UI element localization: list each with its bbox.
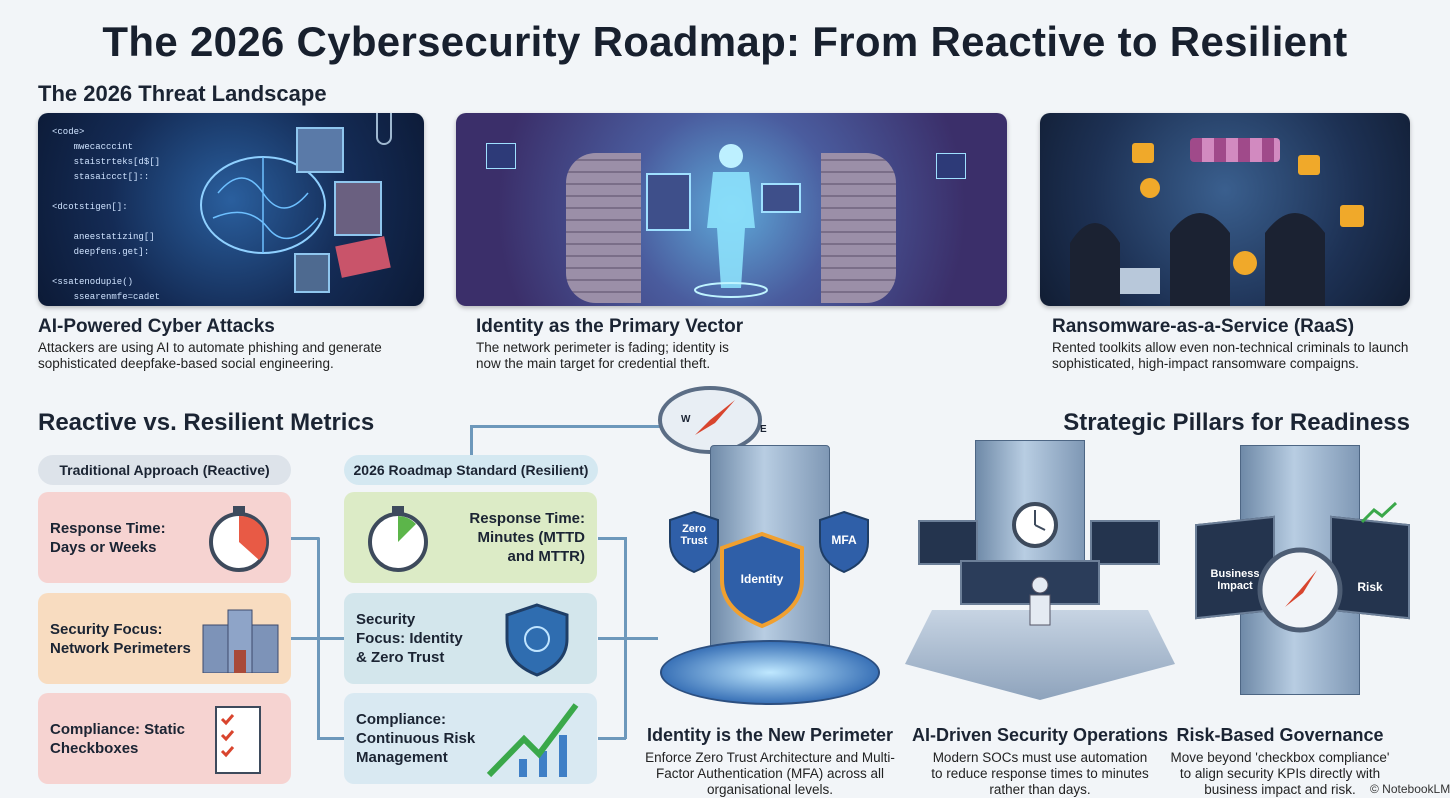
resilient-security-focus-card: Security Focus: Identity & Zero Trust — [344, 593, 597, 684]
threat-desc: The network perimeter is fading; identit… — [476, 340, 729, 371]
connector-line — [291, 537, 319, 540]
zero-trust-shield-icon — [669, 510, 719, 574]
checklist-icon — [215, 706, 261, 774]
watermark: © NotebookLM — [1370, 782, 1450, 796]
identity-shield-icon — [720, 531, 804, 629]
bitcoin-icon — [1140, 178, 1160, 198]
pillar-desc: Modern SOCs must use automation to reduc… — [931, 750, 1149, 797]
reactive-compliance-card: Compliance: Static Checkboxes — [38, 693, 291, 784]
resilient-header: 2026 Roadmap Standard (Resilient) — [344, 455, 598, 485]
mfa-shield-icon — [819, 510, 869, 574]
identity-badge: Identity — [740, 572, 784, 586]
card-text: Compliance: Continuous Risk Management — [356, 711, 476, 766]
pillar-identity: Identity is the New Perimeter Enforce Ze… — [630, 725, 910, 798]
digital-person-icon — [694, 144, 768, 298]
id-card-icon — [646, 173, 691, 231]
threat-title: Ransomware-as-a-Service (RaaS) — [1052, 316, 1355, 337]
pillars-heading: Strategic Pillars for Readiness — [1063, 409, 1410, 436]
face-portrait-icon — [334, 181, 382, 236]
identity-vector-illustration — [456, 113, 1007, 306]
page-title: The 2026 Cybersecurity Roadmap: From Rea… — [102, 18, 1348, 65]
email-icon — [335, 236, 391, 278]
pillar-desc: Move beyond 'checkbox compliance' to ali… — [1170, 750, 1390, 797]
lock-icon — [1298, 155, 1320, 175]
governance-compass-icon — [1257, 547, 1343, 633]
mfa-badge: MFA — [831, 533, 857, 547]
metrics-heading: Reactive vs. Resilient Metrics — [38, 409, 375, 436]
risk-label: Risk — [1357, 580, 1383, 594]
resilient-compliance-card: Compliance: Continuous Risk Management — [344, 693, 597, 784]
connector-line — [598, 637, 658, 640]
brain-icon — [200, 156, 326, 254]
card-text: Compliance: Static Checkboxes — [50, 720, 186, 757]
storefront-awning — [1190, 138, 1280, 162]
connector-line — [470, 425, 670, 428]
reactive-header: Traditional Approach (Reactive) — [38, 455, 291, 485]
phishing-hook-icon — [376, 113, 392, 145]
monitor-icon — [918, 520, 978, 565]
stopwatch-icon — [209, 506, 269, 572]
compass-e: E — [760, 424, 767, 435]
threat-desc: Attackers are using AI to automate phish… — [38, 340, 382, 371]
business-impact-label: Business Impact — [1210, 568, 1260, 592]
device-icon — [486, 143, 516, 169]
lock-icon — [1340, 205, 1364, 227]
threat-title: AI-Powered Cyber Attacks — [38, 316, 275, 337]
ai-attacks-illustration: <code> mwecacccint staistrteks[d$[] stas… — [38, 113, 424, 306]
raas-illustration — [1040, 113, 1410, 306]
code-snippet: <code> mwecacccint staistrteks[d$[] stas… — [52, 127, 161, 302]
connector-line — [598, 537, 626, 540]
card-text: Response Time: Days or Weeks — [50, 519, 166, 556]
pillar-soc: AI-Driven Security Operations Modern SOC… — [900, 725, 1180, 798]
resilient-response-time-card: Response Time: Minutes (MTTD and MTTR) — [344, 492, 597, 583]
zero-trust-badge: Zero Trust — [680, 523, 708, 547]
face-portrait-icon — [296, 127, 344, 173]
threat-title: Identity as the Primary Vector — [476, 316, 744, 337]
pillar-title: Identity is the New Perimeter — [646, 725, 894, 745]
pillar-title: Risk-Based Governance — [1176, 725, 1384, 745]
monitor-icon — [1090, 520, 1160, 565]
tower-platform — [660, 640, 880, 705]
card-text: Security Focus: Identity & Zero Trust — [356, 611, 463, 666]
reactive-security-focus-card: Security Focus: Network Perimeters — [38, 593, 291, 684]
device-icon — [936, 153, 966, 179]
hooded-hackers-icon — [1070, 213, 1325, 306]
face-portrait-icon — [294, 253, 330, 293]
pillar-desc: Enforce Zero Trust Architecture and Mult… — [645, 750, 895, 797]
threat-landscape-heading: The 2026 Threat Landscape — [38, 81, 327, 106]
threat-desc: Rented toolkits allow even non-technical… — [1052, 340, 1409, 371]
shield-fingerprint-icon — [505, 603, 569, 677]
lock-icon — [1132, 143, 1154, 163]
connector-line — [470, 425, 473, 455]
clock-icon — [1012, 502, 1058, 548]
connector-line — [598, 737, 626, 740]
card-text: Security Focus: Network Perimeters — [50, 620, 191, 657]
stopwatch-icon — [368, 506, 428, 572]
pillar-title: AI-Driven Security Operations — [911, 725, 1169, 745]
reactive-response-time-card: Response Time: Days or Weeks — [38, 492, 291, 583]
connector-line — [291, 637, 344, 640]
card-text: Response Time: Minutes (MTTD and MTTR) — [469, 510, 585, 565]
growth-chart-icon — [486, 703, 579, 778]
fingerprint-icon — [761, 183, 801, 213]
trend-arrow-icon — [1360, 501, 1398, 524]
pillar-governance: Risk-Based Governance Move beyond 'check… — [1160, 725, 1400, 798]
firewall-wall-icon — [821, 153, 896, 303]
robot-icon — [1029, 576, 1051, 626]
compass-w: W — [681, 414, 691, 425]
castle-icon — [202, 609, 279, 673]
firewall-wall-icon — [566, 153, 641, 303]
connector-line — [317, 737, 344, 740]
